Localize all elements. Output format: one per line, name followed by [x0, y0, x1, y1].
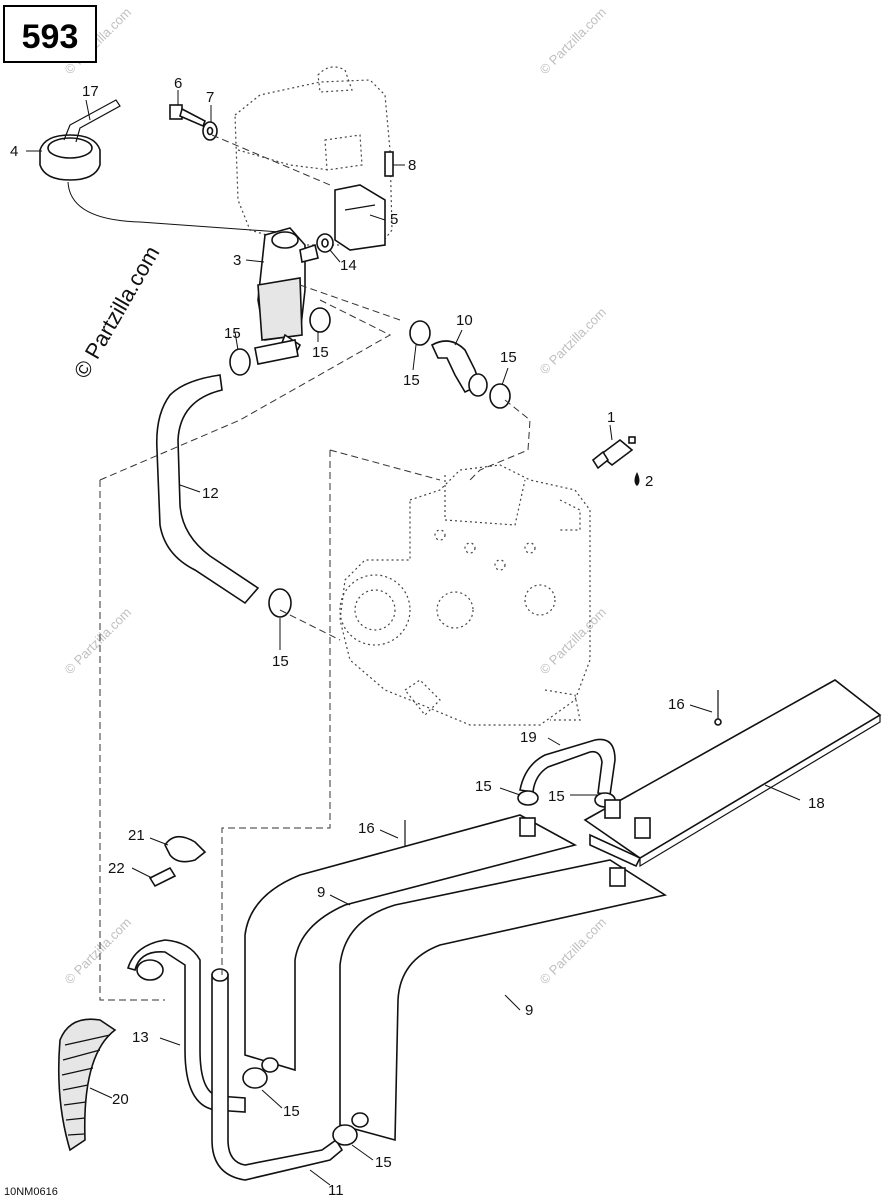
temperature-sensor	[591, 436, 636, 470]
callout-15c: 15	[403, 372, 420, 389]
callout-15e: 15	[272, 653, 289, 670]
page-number: 593	[22, 18, 79, 56]
callout-15i: 15	[375, 1154, 392, 1171]
watermark-text: © Partzilla.com	[62, 605, 135, 678]
callout-21: 21	[128, 827, 145, 844]
screw-22	[148, 866, 177, 888]
watermark-text: © Partzilla.com	[62, 915, 135, 988]
connector-pipe	[254, 339, 299, 365]
callout-4: 4	[10, 143, 18, 160]
callout-15f: 15	[475, 778, 492, 795]
callout-10: 10	[456, 312, 473, 329]
leader-lines	[26, 90, 801, 1186]
page-number-box: 593	[3, 5, 97, 63]
clamp-21	[164, 835, 207, 863]
watermark-text: © Partzilla.com	[537, 305, 610, 378]
callout-15d: 15	[500, 349, 517, 366]
hose-19	[517, 738, 616, 808]
hose-12	[155, 374, 260, 605]
corrugated-hose-20	[57, 1018, 117, 1152]
hose-13	[126, 939, 246, 1113]
heat-exchanger-18	[583, 679, 882, 868]
strap-8	[384, 151, 394, 177]
engine-outline	[339, 464, 591, 726]
callout-8: 8	[408, 157, 416, 174]
callouts: 1 2 3 4 5 6 7 8 9 9 10 11 12 13 14 15 15…	[10, 75, 825, 1199]
callout-17: 17	[82, 83, 99, 100]
expansion-reservoir	[257, 227, 319, 357]
callout-13: 13	[132, 1029, 149, 1046]
grommet-14	[316, 233, 334, 253]
callout-15b: 15	[312, 344, 329, 361]
callout-15h: 15	[283, 1103, 300, 1120]
callout-16b: 16	[358, 820, 375, 837]
callout-7: 7	[206, 89, 214, 106]
hose-clamp-bottom	[242, 1057, 369, 1146]
callout-1: 1	[607, 409, 615, 426]
callout-12: 12	[202, 485, 219, 502]
callout-9a: 9	[317, 884, 325, 901]
callout-22: 22	[108, 860, 125, 877]
hose-10	[430, 340, 488, 397]
callout-14: 14	[340, 257, 357, 274]
callout-15g: 15	[548, 788, 565, 805]
bolt-6	[169, 104, 207, 128]
callout-9b: 9	[525, 1002, 533, 1019]
hose-clamp	[229, 307, 511, 618]
sealant-drop-icon	[634, 472, 640, 486]
bracket-5	[334, 184, 386, 251]
drawing-code: 10NM0616	[4, 1186, 58, 1198]
watermark-text: © Partzilla.com	[537, 605, 610, 678]
callout-15a: 15	[224, 325, 241, 342]
callout-20: 20	[112, 1091, 129, 1108]
connection-paths	[99, 284, 531, 1001]
callout-16a: 16	[668, 696, 685, 713]
callout-6: 6	[174, 75, 182, 92]
callout-3: 3	[233, 252, 241, 269]
coolant-tank-outline	[234, 66, 393, 246]
heat-exchanger-9	[244, 814, 668, 1142]
washer-7	[202, 121, 218, 141]
callout-5: 5	[390, 211, 398, 228]
watermark-vertical: © Partzilla.com	[69, 242, 165, 383]
callout-11: 11	[328, 1182, 344, 1199]
callout-18: 18	[808, 795, 825, 812]
watermark-text: © Partzilla.com	[537, 915, 610, 988]
callout-19: 19	[520, 729, 537, 746]
pressure-cap	[39, 99, 281, 233]
watermark-text: © Partzilla.com	[537, 5, 610, 78]
callout-2: 2	[645, 473, 653, 490]
